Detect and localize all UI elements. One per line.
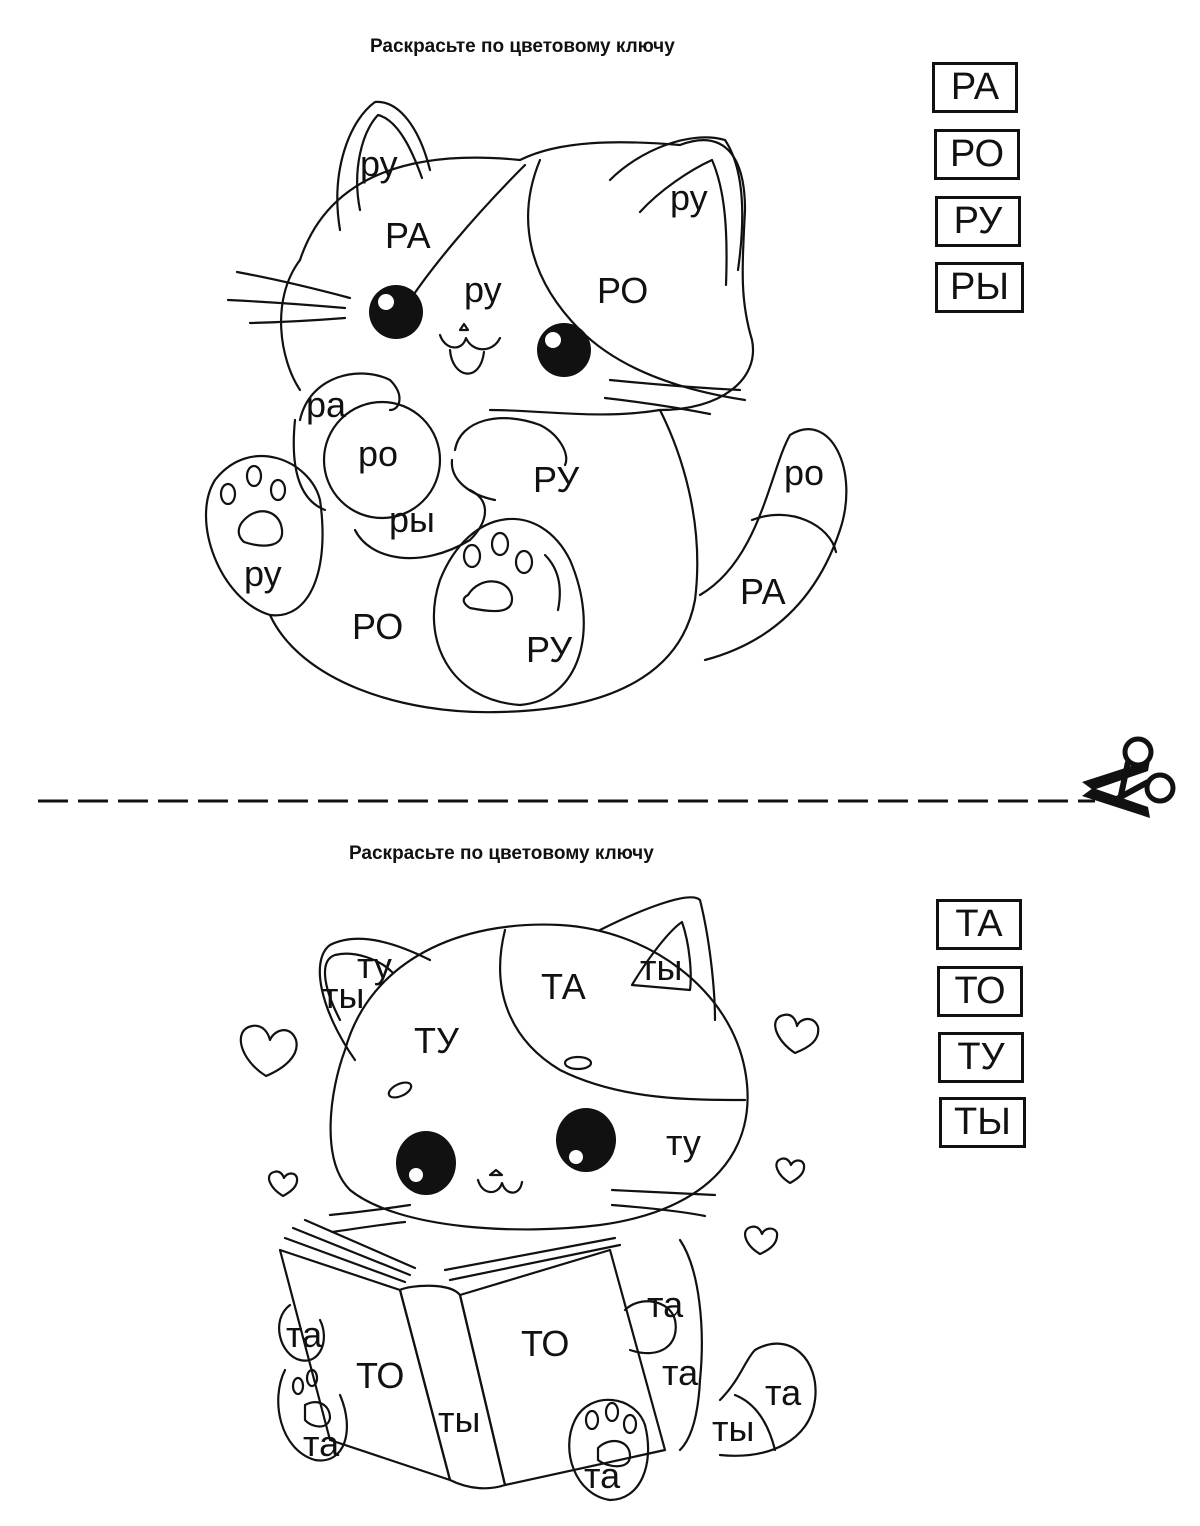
region-label: та [662,1352,699,1393]
region-label: ру [244,553,282,594]
region-label: ты [438,1399,480,1440]
region-label: РО [352,606,403,647]
region-label: РО [597,270,648,311]
color-key-ta: ТА [936,899,1022,950]
worksheet-2-title: Раскрасьте по цветовому ключу [349,843,654,864]
color-key-ty: ТЫ [939,1097,1026,1148]
region-label: та [303,1423,340,1464]
cat-2-region-labels: ту ты ТА ты ТУ ту та ТО та ТО та ты та т… [286,945,802,1496]
cat-1-drawing [205,100,848,714]
color-key-to: ТО [937,966,1023,1017]
region-label: ры [389,499,435,540]
region-label: та [647,1284,684,1325]
region-label: ТО [356,1355,404,1396]
region-label: ру [670,177,708,218]
region-label: та [584,1455,621,1496]
scissors-icon [1082,736,1176,818]
region-label: РУ [533,459,580,500]
color-key-ru: РУ [935,196,1021,247]
region-label: ту [357,945,392,986]
worksheet-1-title: Раскрасьте по цветовому ключу [370,36,675,57]
region-label: та [286,1314,323,1355]
cat-1-region-labels: ру РА ру ру РО ра ро РУ ро ры ру РО РА Р… [244,143,824,670]
region-label: ту [666,1122,701,1163]
region-label: ты [322,975,364,1016]
cat-2-drawing [239,896,820,1502]
region-label: ТО [521,1323,569,1364]
region-label: ра [306,384,347,425]
region-label: ты [712,1408,754,1449]
color-key-ro: РО [934,129,1020,180]
region-label: РА [385,215,431,256]
region-label: РУ [526,629,573,670]
color-key-ra: РА [932,62,1018,113]
color-key-ry: РЫ [935,262,1024,313]
region-label: ро [358,433,398,474]
region-label: ты [640,947,682,988]
region-label: та [765,1372,802,1413]
region-label: ру [360,143,398,184]
color-key-tu: ТУ [938,1032,1024,1083]
region-label: РА [740,571,786,612]
region-label: ро [784,452,824,493]
region-label: ТА [541,966,586,1007]
region-label: ТУ [414,1020,460,1061]
region-label: ру [464,269,502,310]
